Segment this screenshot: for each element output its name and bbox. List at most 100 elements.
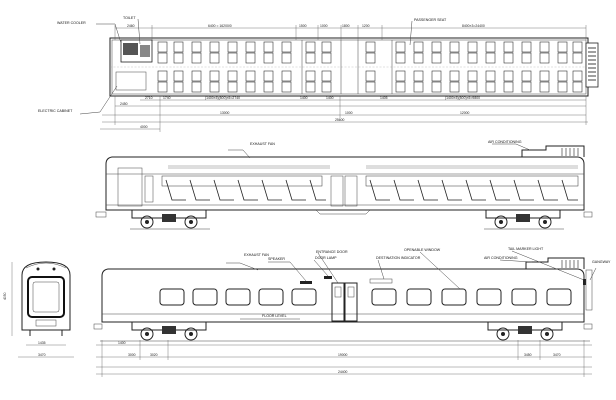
passenger-seat-leader (409, 20, 413, 46)
air-conditioning-side-leader (492, 143, 531, 151)
toilet-label: TOILET (123, 16, 136, 20)
elevation-bogie-right (487, 321, 563, 341)
tail-marker-light-label: TAIL MARKER LIGHT (508, 247, 544, 251)
tail-marker-light-leader (511, 250, 585, 281)
dim-elev-3020: 3020 (150, 353, 158, 357)
section-ac-unit (521, 145, 585, 157)
dim-top-formula-right: 8400×3=24400 (462, 24, 485, 28)
end-marker-light-left (36, 267, 40, 271)
plan-seats-left-top (157, 41, 332, 64)
exhaust-fan-side-label: EXHAUST FAN (250, 142, 275, 146)
speaker-label: SPEAKER (268, 257, 285, 261)
electric-cabinet-leader (79, 85, 118, 115)
electric-cabinet-block (115, 71, 147, 91)
destination-indicator-label: DESTINATION INDICATOR (376, 256, 421, 260)
end-gangway-frame (27, 276, 65, 318)
dim-overall-25600: 25600 (335, 118, 345, 122)
elevation-speaker (300, 281, 312, 284)
section-window-frames (161, 175, 579, 187)
dim-end-height: 4050 (3, 292, 7, 300)
dim-bot-1400a: 1400 (300, 96, 308, 100)
water-cooler-label: WATER COOLER (57, 21, 86, 25)
elevation-destination-indicator (369, 278, 393, 284)
dim-bot-1740: 1740 (163, 96, 171, 100)
dim-bot-1400b: 1400 (326, 96, 334, 100)
section-body-outline (105, 156, 585, 211)
toilet-unit (140, 45, 150, 57)
dim-elev-3000: 3000 (128, 353, 136, 357)
section-bogie-right (484, 209, 564, 230)
elevation-bogie-left (131, 321, 207, 341)
dim-elev-3450: 3450 (524, 353, 532, 357)
dim-overall-13000: 13000 (220, 111, 230, 115)
dim-bot-formula-right: (1400×5)(500)×5=9800 (445, 96, 480, 100)
dim-elev-1400: 1400 (118, 341, 126, 345)
section-coupler-left (95, 211, 107, 218)
section-view: EXHAUST FAN AIR CONDITIONING (95, 140, 593, 230)
dim-overall-4000: 4000 (140, 125, 148, 129)
section-toilet-cubicle (117, 167, 143, 207)
elevation-coupler-right (583, 323, 593, 330)
section-door-left (330, 175, 344, 207)
section-coupler-right (583, 211, 593, 218)
dim-bot-2710: 2710 (145, 96, 153, 100)
plan-seats-right-bottom (365, 70, 583, 93)
dim-elev-19000: 19000 (338, 353, 348, 357)
end-roof-arc (25, 262, 67, 269)
section-end-door (144, 175, 154, 203)
dim-bot-1405: 1405 (380, 96, 388, 100)
floor-level-label: FLOOR LEVEL (262, 314, 287, 318)
exhaust-fan-side-leader (228, 149, 251, 159)
end-body-outline (21, 261, 71, 331)
elevation-door-lamp (324, 276, 332, 279)
gangway-leader (589, 267, 597, 281)
end-view: 4050 1435 3470 (3, 261, 74, 358)
elevation-windows-left (159, 288, 317, 306)
end-coupler (35, 319, 57, 327)
dim-overall-1000: 1000 (345, 111, 353, 115)
door-lamp-label: DOOR LAMP (315, 256, 337, 260)
openable-window-label: OPENABLE WINDOW (404, 248, 441, 252)
water-cooler-leader (96, 23, 122, 44)
elevation-ac-unit (525, 257, 585, 269)
elevation-door-left (331, 282, 345, 322)
speaker-leader (268, 261, 307, 282)
electric-cabinet-label: ELECTRIC CABINET (38, 109, 73, 113)
elevation-body-outline (101, 268, 585, 323)
exhaust-fan-elev-leader (226, 262, 259, 271)
section-door-right (344, 175, 358, 207)
dim-top-1800: 1800 (342, 24, 350, 28)
water-cooler-unit (123, 43, 138, 55)
passenger-seat-label: PASSENGER SEAT (414, 18, 447, 22)
door-lamp-leader (313, 259, 329, 277)
dim-end-3470: 3470 (38, 353, 46, 357)
dim-top-formula-left: 6400 = 16200/0 (208, 24, 232, 28)
dim-end-1435: 1435 (38, 341, 46, 345)
plan-seats-left-bottom (157, 70, 332, 93)
dim-elev-24400: 24400 (338, 370, 348, 374)
air-conditioning-elev-label: AIR CONDITIONING (484, 256, 518, 260)
plan-seats-right-top (365, 41, 583, 64)
section-ceiling-vents (168, 165, 578, 169)
dim-top-1000: 1000 (320, 24, 328, 28)
dim-top-2460: 2460 (127, 24, 135, 28)
entrance-door-leader (317, 252, 339, 284)
elevation-windows-right (371, 288, 572, 306)
end-gangway-opening (32, 281, 60, 313)
gangway-label: GANGWAY (592, 260, 611, 264)
dim-overall-12000: 12000 (460, 111, 470, 115)
section-underframe-equipment (315, 209, 371, 215)
exhaust-fan-elev-label: EXHAUST FAN (244, 253, 269, 257)
plan-view: WATER COOLER TOILET PASSENGER SEAT ELECT… (38, 16, 599, 132)
dim-overall-2450: 2450 (120, 102, 128, 106)
section-seats-right (369, 179, 578, 201)
elevation-tail-marker-light (583, 279, 586, 285)
dim-bot-formula-left: (1400×5)(500)×5=2740 (205, 96, 240, 100)
entrance-door-label: ENTRANCE DOOR (316, 250, 348, 254)
toilet-leader (137, 18, 141, 45)
elevation-door-right (344, 282, 358, 322)
dim-top-1500: 1500 (299, 24, 307, 28)
dim-top-1200: 1200 (362, 24, 370, 28)
section-seats-left (165, 179, 326, 201)
